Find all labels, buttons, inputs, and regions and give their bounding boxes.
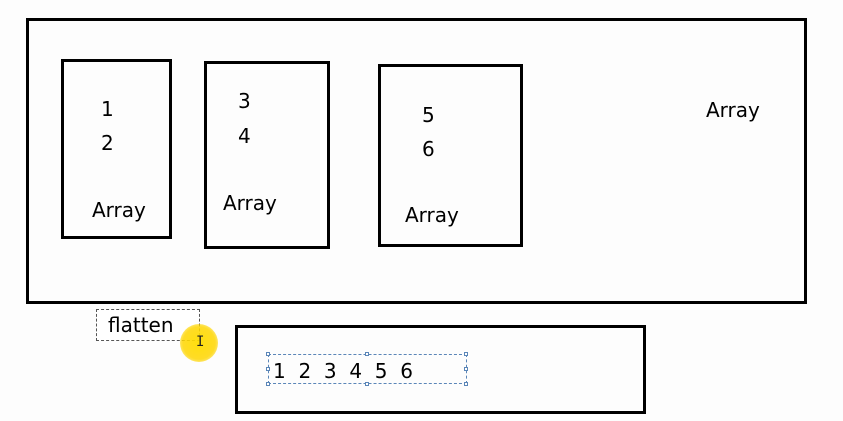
selection-handle-ml[interactable] bbox=[266, 367, 270, 371]
array-2-label: Array bbox=[223, 191, 277, 215]
cursor-highlight bbox=[180, 324, 218, 362]
array-3-item-2: 6 bbox=[422, 137, 435, 161]
array-1-item-2: 2 bbox=[101, 131, 114, 155]
array-1-label: Array bbox=[92, 198, 146, 222]
array-1-item-1: 1 bbox=[101, 97, 114, 121]
result-text: 1 2 3 4 5 6 bbox=[273, 359, 413, 383]
array-2-item-2: 4 bbox=[238, 124, 251, 148]
selection-handle-bm[interactable] bbox=[365, 382, 369, 386]
selection-handle-tr[interactable] bbox=[464, 352, 468, 356]
inner-array-box-1 bbox=[61, 59, 172, 239]
outer-array-label: Array bbox=[706, 98, 760, 122]
inner-array-box-3 bbox=[378, 64, 523, 247]
array-3-label: Array bbox=[405, 203, 459, 227]
selection-handle-tl[interactable] bbox=[266, 352, 270, 356]
selection-handle-bl[interactable] bbox=[266, 382, 270, 386]
ibeam-cursor-icon: I bbox=[196, 334, 205, 350]
array-2-item-1: 3 bbox=[238, 89, 251, 113]
flatten-label: flatten bbox=[108, 313, 174, 337]
outer-array-box bbox=[26, 18, 807, 304]
array-3-item-1: 5 bbox=[422, 103, 435, 127]
selection-handle-br[interactable] bbox=[464, 382, 468, 386]
inner-array-box-2 bbox=[204, 61, 330, 249]
selection-handle-mr[interactable] bbox=[464, 367, 468, 371]
selection-handle-tm[interactable] bbox=[365, 352, 369, 356]
result-box bbox=[235, 325, 646, 414]
